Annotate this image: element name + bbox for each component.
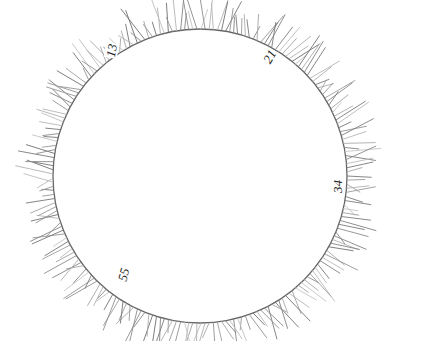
circle-outline [53,29,347,323]
callout-number: 34 [331,179,344,194]
callout-number: 55 [115,266,131,284]
radial-hatching [15,0,381,341]
callout-number: 13 [104,42,119,59]
